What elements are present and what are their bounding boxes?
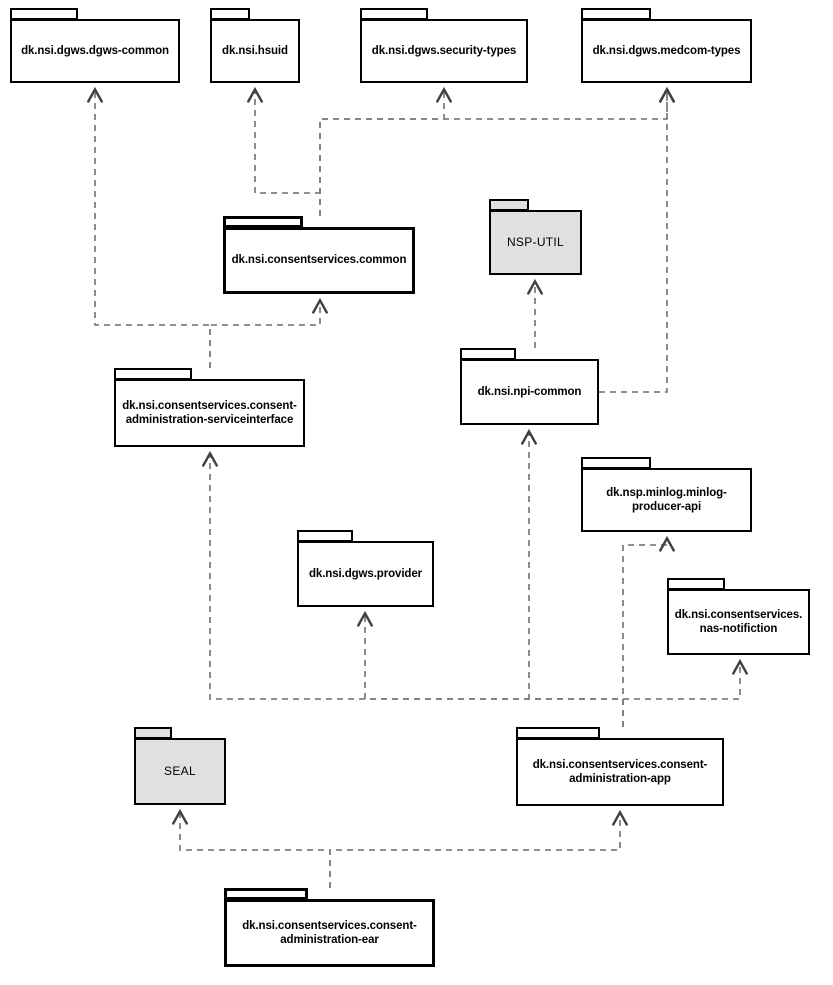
package-label: dk.nsi.consentservices.consent- administ… bbox=[242, 919, 417, 946]
package-label: dk.nsp.minlog.minlog- producer-api bbox=[606, 486, 727, 513]
package-dgws-provider[interactable]: dk.nsi.dgws.provider bbox=[297, 530, 434, 607]
package-body: dk.nsi.dgws.medcom-types bbox=[581, 19, 752, 83]
package-body: dk.nsi.consentservices.consent- administ… bbox=[114, 379, 305, 447]
package-label: dk.nsi.dgws.medcom-types bbox=[592, 44, 741, 57]
package-tab bbox=[224, 888, 308, 900]
package-body: dk.nsi.consentservices.consent- administ… bbox=[224, 899, 435, 967]
package-cs-app[interactable]: dk.nsi.consentservices.consent- administ… bbox=[516, 727, 724, 806]
package-cs-serviceinterface[interactable]: dk.nsi.consentservices.consent- administ… bbox=[114, 368, 305, 447]
package-body: dk.nsp.minlog.minlog- producer-api bbox=[581, 468, 752, 532]
dep-cs-app-to-dgws-provider[interactable] bbox=[357, 610, 624, 727]
package-body: dk.nsi.dgws.provider bbox=[297, 541, 434, 607]
package-body: dk.nsi.npi-common bbox=[460, 359, 599, 425]
package-body: dk.nsi.consentservices.consent- administ… bbox=[516, 738, 724, 806]
package-nsp-util[interactable]: NSP-UTIL bbox=[489, 199, 582, 275]
package-label: dk.nsi.dgws.dgws-common bbox=[21, 44, 169, 57]
package-body: dk.nsi.dgws.dgws-common bbox=[10, 19, 180, 83]
package-tab bbox=[223, 216, 303, 228]
package-label: dk.nsi.consentservices.consent- administ… bbox=[122, 399, 297, 426]
package-hsuid[interactable]: dk.nsi.hsuid bbox=[210, 8, 300, 83]
package-body: dk.nsi.consentservices. nas-notifiction bbox=[667, 589, 810, 655]
package-body: dk.nsi.consentservices.common bbox=[223, 227, 415, 294]
dep-cs-ear-to-seal[interactable] bbox=[172, 808, 331, 888]
dep-cs-common-to-hsuid[interactable] bbox=[247, 86, 321, 216]
package-body: SEAL bbox=[134, 738, 226, 805]
package-label: NSP-UTIL bbox=[506, 235, 565, 250]
edges-group bbox=[87, 86, 748, 888]
dep-cs-app-to-nas[interactable] bbox=[623, 658, 748, 700]
package-body: NSP-UTIL bbox=[489, 210, 582, 275]
package-seal[interactable]: SEAL bbox=[134, 727, 226, 805]
package-medcom-types[interactable]: dk.nsi.dgws.medcom-types bbox=[581, 8, 752, 83]
package-label: dk.nsi.consentservices.consent- administ… bbox=[532, 758, 708, 785]
dep-cs-app-to-minlog[interactable] bbox=[622, 535, 675, 727]
package-cs-ear[interactable]: dk.nsi.consentservices.consent- administ… bbox=[224, 888, 435, 967]
package-label: SEAL bbox=[164, 764, 196, 779]
package-label: dk.nsi.npi-common bbox=[477, 385, 582, 398]
dep-serviceinterface-to-dgws-common[interactable] bbox=[87, 86, 211, 368]
dep-serviceinterface-to-cs-common[interactable] bbox=[209, 297, 328, 368]
dep-npi-common-to-medcom-types[interactable] bbox=[599, 86, 675, 393]
package-body: dk.nsi.hsuid bbox=[210, 19, 300, 83]
package-label: dk.nsi.hsuid bbox=[222, 44, 288, 57]
package-security-types[interactable]: dk.nsi.dgws.security-types bbox=[360, 8, 528, 83]
package-npi-common[interactable]: dk.nsi.npi-common bbox=[460, 348, 599, 425]
dep-cs-common-to-medcom-types[interactable] bbox=[319, 86, 675, 216]
dep-cs-ear-to-cs-app[interactable] bbox=[329, 809, 628, 888]
package-nas-notifiction[interactable]: dk.nsi.consentservices. nas-notifiction bbox=[667, 578, 810, 655]
package-label: dk.nsi.dgws.provider bbox=[308, 567, 423, 580]
package-dgws-common[interactable]: dk.nsi.dgws.dgws-common bbox=[10, 8, 180, 83]
package-label: dk.nsi.consentservices.common bbox=[231, 254, 407, 267]
package-label: dk.nsi.consentservices. nas-notifiction bbox=[674, 608, 803, 635]
package-label: dk.nsi.dgws.security-types bbox=[371, 44, 517, 57]
package-body: dk.nsi.dgws.security-types bbox=[360, 19, 528, 83]
package-cs-common[interactable]: dk.nsi.consentservices.common bbox=[223, 216, 415, 294]
package-minlog-producer[interactable]: dk.nsp.minlog.minlog- producer-api bbox=[581, 457, 752, 532]
dep-cs-common-to-security-types[interactable] bbox=[319, 86, 452, 216]
